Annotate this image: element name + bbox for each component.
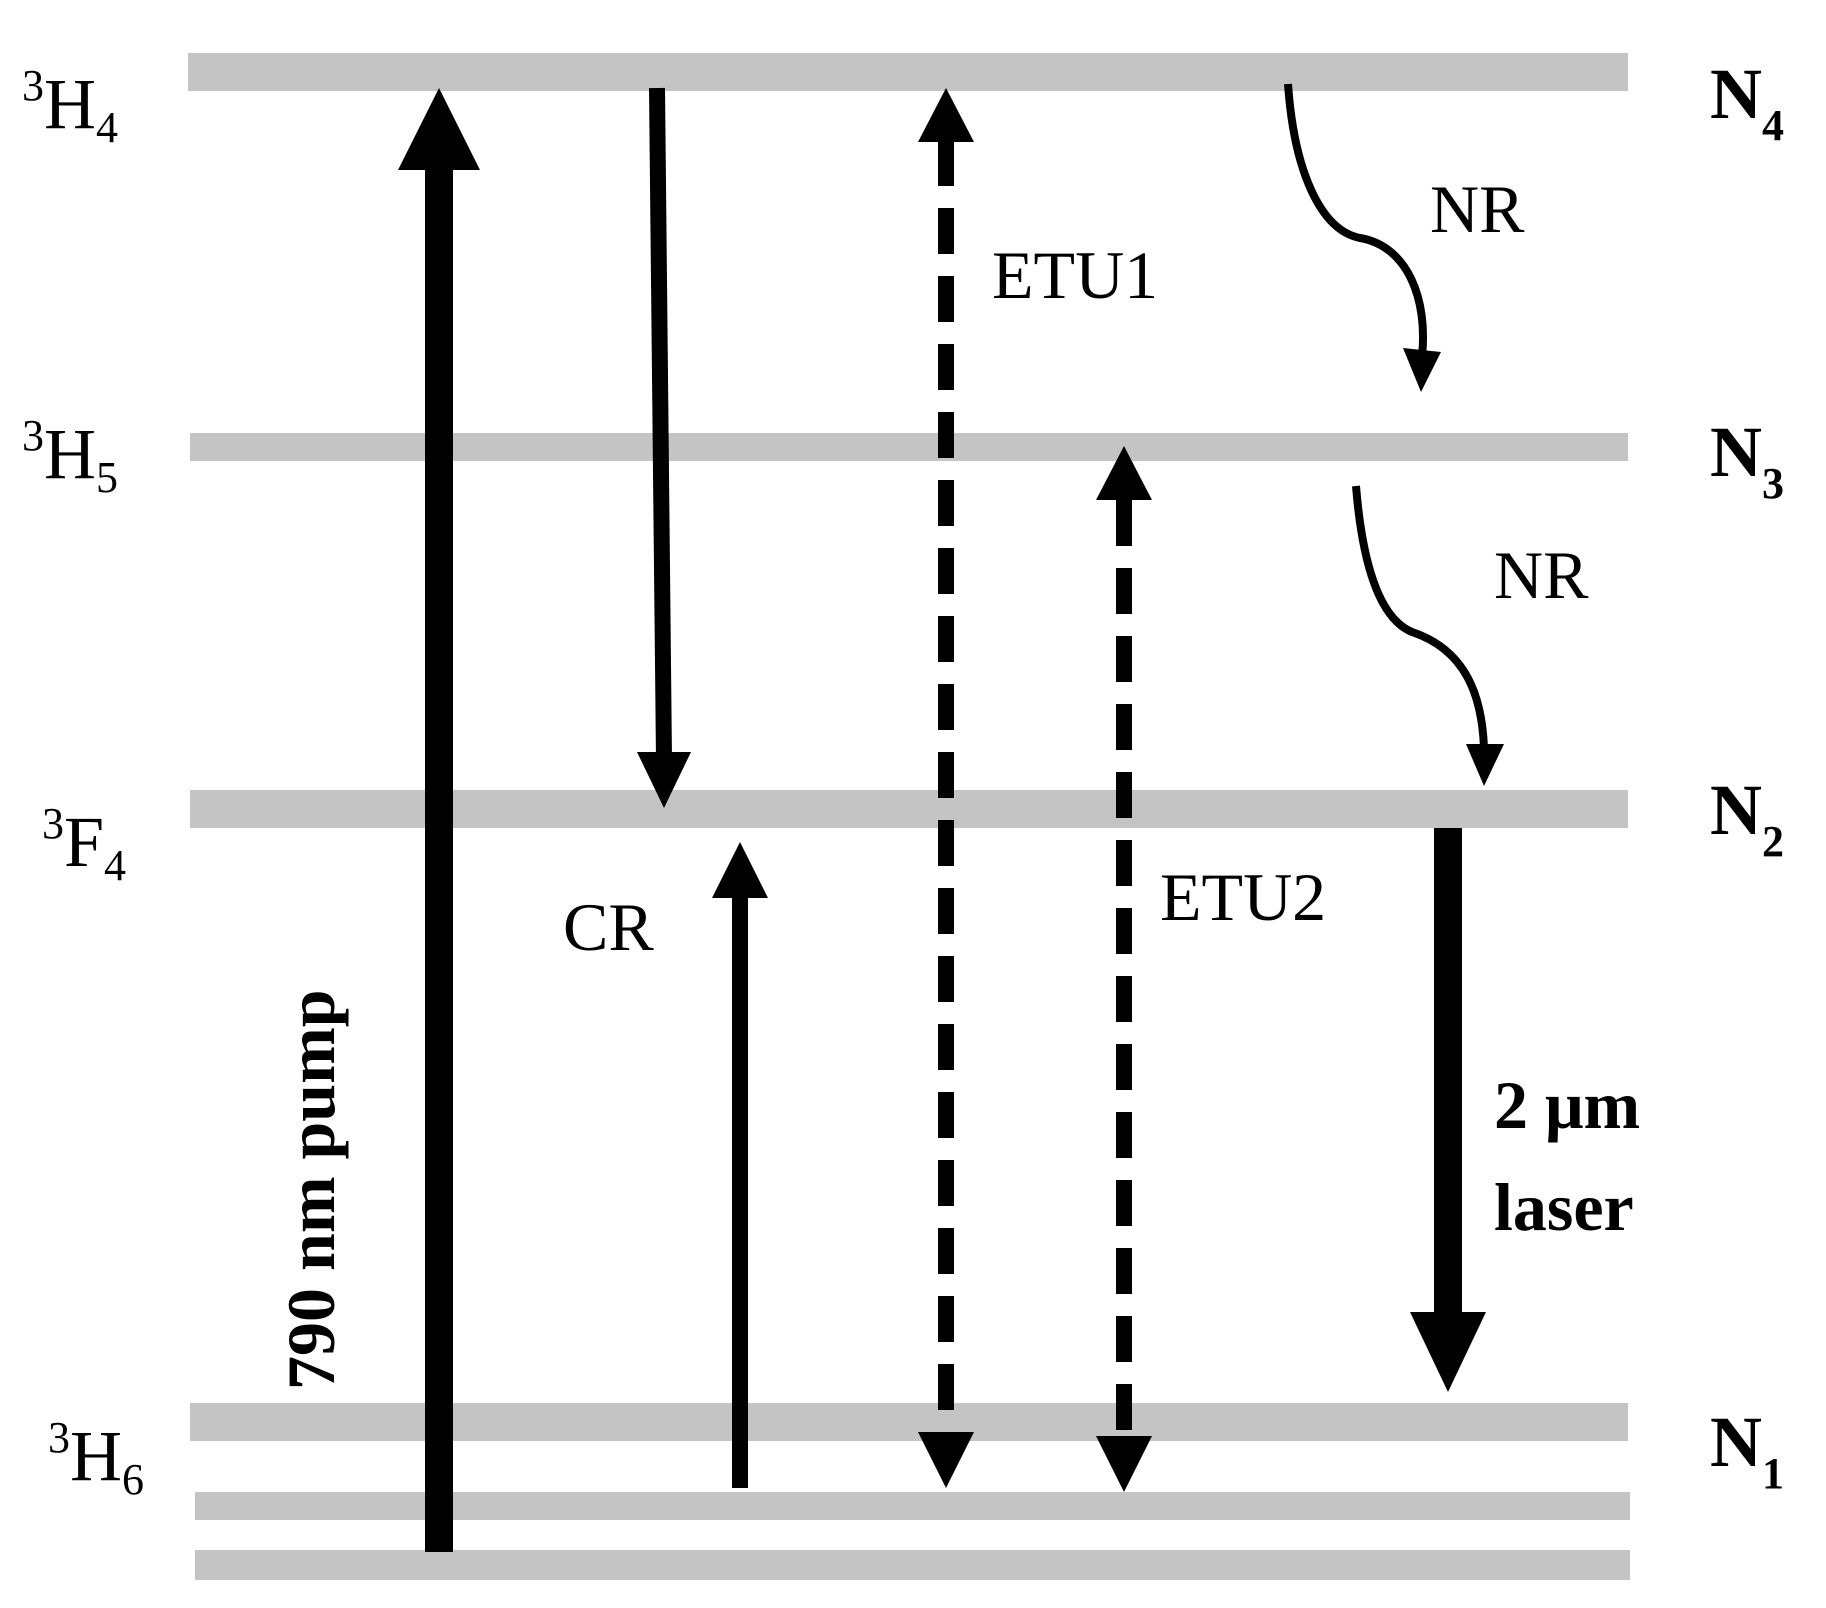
nr-upper-label: NR — [1430, 171, 1525, 247]
population-label-n3: N3 — [1710, 412, 1784, 508]
etu2-arrow — [1096, 446, 1152, 1492]
cr-down-arrow — [637, 87, 691, 808]
pump-arrow-shaft — [425, 160, 453, 1552]
nr-upper-arrow-head — [1403, 348, 1441, 392]
cr-up-arrow-head — [712, 842, 768, 898]
nr-lower-arrow — [1352, 485, 1504, 786]
etu2-arrow-head-up — [1096, 446, 1152, 500]
population-label-n2: N2 — [1710, 770, 1784, 866]
etu1-arrow-head-down — [918, 1432, 974, 1488]
laser-label-line2: laser — [1494, 1169, 1634, 1245]
cr-up-arrow — [712, 842, 768, 1488]
level-bar-3h6-lower — [195, 1550, 1630, 1580]
level-label-3h6: 3H6 — [48, 1413, 144, 1504]
level-bar-3h6-upper — [190, 1403, 1628, 1441]
cr-down-arrow-shaft — [649, 87, 672, 761]
laser-arrow-head — [1410, 1312, 1486, 1392]
laser-label-line1: 2 μm — [1494, 1067, 1640, 1143]
level-label-3h4: 3H4 — [22, 61, 118, 152]
laser-arrow-shaft — [1434, 828, 1462, 1318]
nr-upper-arrow — [1284, 83, 1441, 392]
etu1-arrow-head-up — [918, 88, 974, 142]
nr-upper-arrow-path — [1284, 83, 1427, 357]
pump-label: 790 nm pump — [273, 989, 349, 1390]
etu1-label: ETU1 — [992, 237, 1158, 313]
population-label-n4: N4 — [1710, 54, 1784, 150]
population-label-n1: N1 — [1710, 1402, 1784, 1498]
etu2-arrow-head-down — [1096, 1436, 1152, 1492]
etu2-label: ETU2 — [1160, 859, 1326, 935]
nr-lower-arrow-head — [1466, 744, 1504, 786]
nr-lower-arrow-path — [1352, 485, 1488, 749]
pump-arrow-head — [398, 88, 480, 170]
laser-arrow — [1410, 828, 1486, 1392]
pump-arrow — [398, 88, 480, 1552]
cr-down-arrow-head — [637, 752, 691, 808]
level-bar-3h4 — [188, 53, 1628, 91]
level-label-3f4: 3F4 — [42, 799, 126, 890]
etu1-arrow — [918, 88, 974, 1488]
nr-lower-label: NR — [1494, 537, 1589, 613]
level-label-3h5: 3H5 — [22, 411, 118, 502]
level-bar-3h5 — [190, 433, 1628, 461]
cr-label: CR — [563, 889, 654, 965]
level-bar-3h6-middle — [195, 1492, 1630, 1520]
level-bar-3f4 — [190, 790, 1628, 828]
